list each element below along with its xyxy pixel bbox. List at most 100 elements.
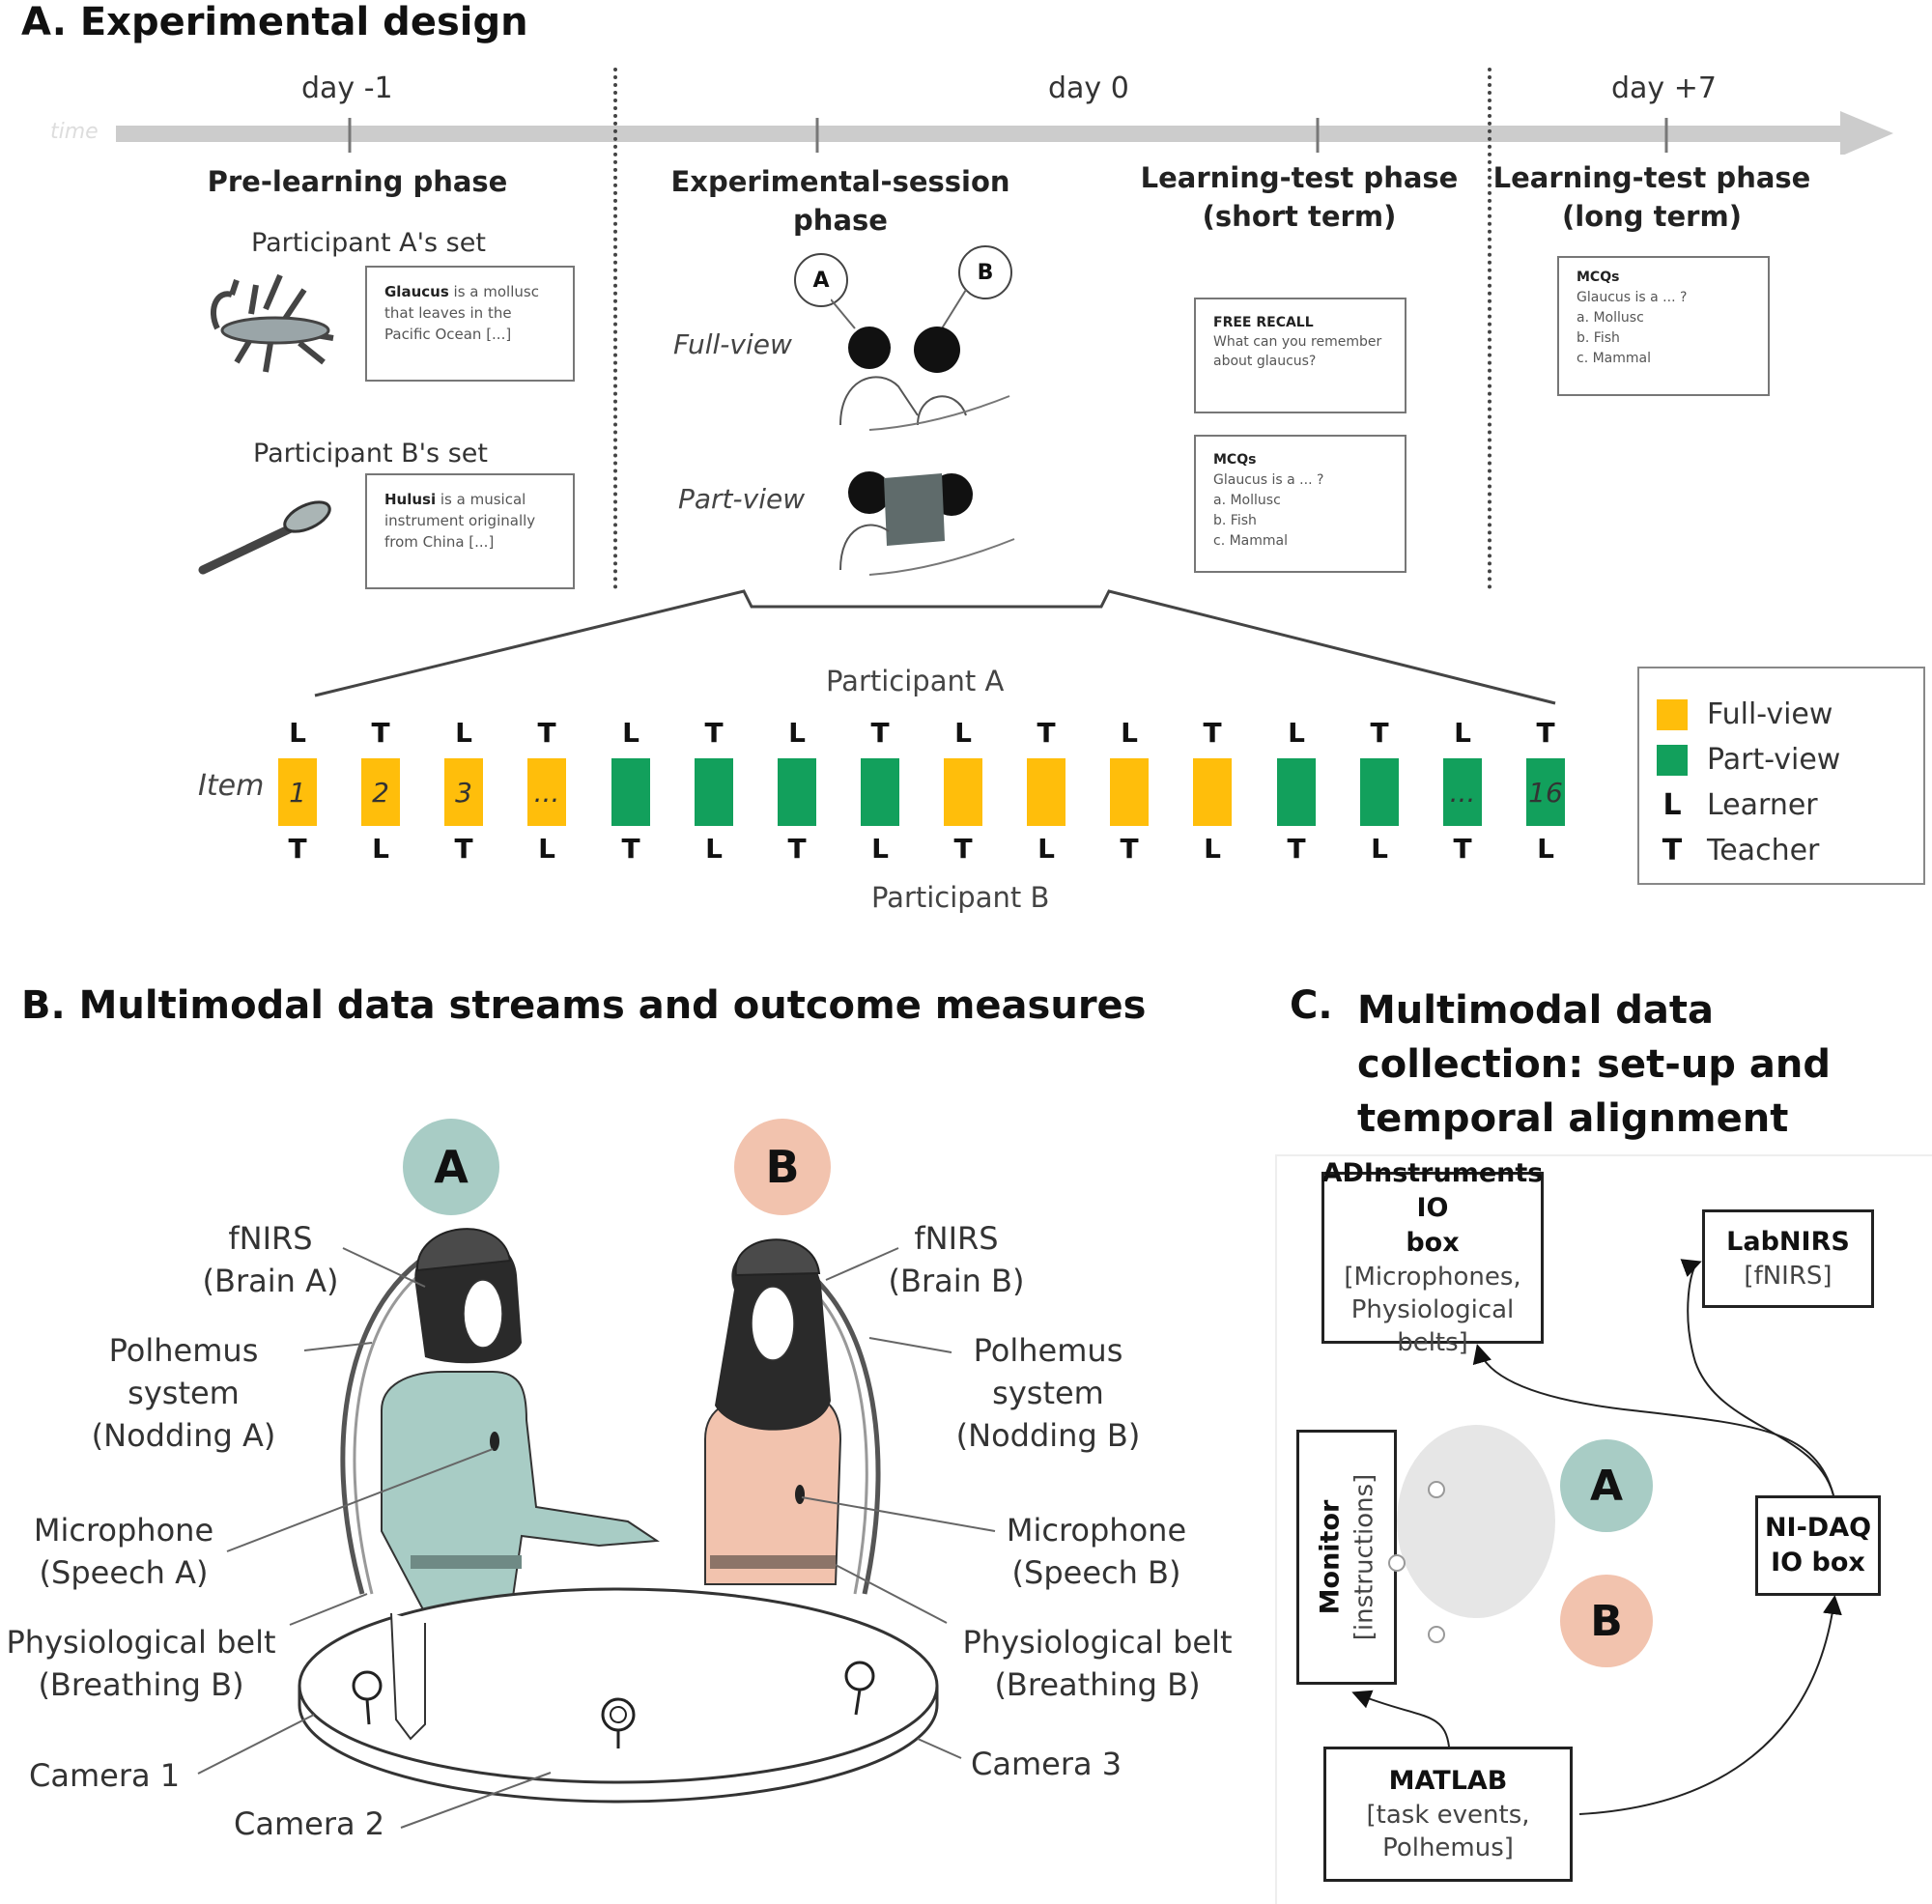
card-text: is a mollusc that leaves in the Pacific … xyxy=(384,283,539,343)
full-view-item: 2 xyxy=(361,758,400,826)
glaucus-icon xyxy=(211,273,334,373)
cable-bundle-a xyxy=(340,1238,455,1595)
camera-1-label: Camera 1 xyxy=(29,1757,181,1794)
part-view-person-a-icon xyxy=(848,471,891,514)
full-view-person-a-icon xyxy=(848,327,891,369)
box-title: IO box xyxy=(1771,1548,1865,1577)
participant-a-role: L xyxy=(1121,717,1138,749)
label-line: Polhemus xyxy=(973,1332,1123,1369)
label-line: (Brain B) xyxy=(888,1263,1025,1299)
timeline-bar xyxy=(116,126,1845,142)
fnirs-b-label: fNIRS (Brain B) xyxy=(879,1217,1034,1302)
participant-a-role: L xyxy=(788,717,806,749)
legend-key: T xyxy=(1662,834,1683,867)
setup-illustration xyxy=(197,1228,996,1829)
camera-top-view-icon xyxy=(1428,1626,1445,1643)
participant-a-role: T xyxy=(371,717,390,749)
phase-separator-1 xyxy=(613,68,617,589)
participant-b-role: T xyxy=(454,833,473,865)
short-term-test-phase-title: Learning-test phase (short term) xyxy=(1121,158,1478,236)
panel-b-title: B. Multimodal data streams and outcome m… xyxy=(21,983,1147,1028)
fnirs-a-label: fNIRS (Brain A) xyxy=(193,1217,348,1302)
participant-a-set-label: Participant A's set xyxy=(251,228,486,258)
microphone-b-label: Microphone (Speech B) xyxy=(990,1509,1203,1594)
mcq-option: b. Fish xyxy=(1213,513,1257,528)
full-view-swatch xyxy=(1657,698,1688,730)
panel-c-title-prefix: C. xyxy=(1290,983,1333,1028)
phase-title-line: Learning-test phase xyxy=(1140,161,1459,194)
table-top-view-icon xyxy=(1397,1425,1555,1618)
panel-a-title: A. Experimental design xyxy=(21,0,528,44)
camera-3-icon xyxy=(844,1661,875,1716)
label-line: (Nodding B) xyxy=(955,1417,1141,1454)
adinstruments-box: ADInstruments IO box [Microphones, Physi… xyxy=(1321,1158,1544,1357)
card-text: What can you remember about glaucus? xyxy=(1213,334,1382,369)
timeline-arrow xyxy=(116,111,1893,155)
part-view-item xyxy=(778,758,816,826)
labnirs-box: LabNIRS [fNIRS] xyxy=(1702,1209,1874,1308)
label-line: (Breathing B) xyxy=(38,1666,244,1703)
participant-a-role: T xyxy=(1536,717,1555,749)
card-text: is a musical instrument originally from … xyxy=(384,491,536,551)
microphone-a-icon xyxy=(490,1432,499,1451)
mcq-option: a. Mollusc xyxy=(1213,493,1281,508)
part-view-screen-icon xyxy=(884,473,945,546)
time-axis-label: time xyxy=(50,120,99,144)
label-line: fNIRS xyxy=(228,1220,313,1257)
phase-title-line: (short term) xyxy=(1202,200,1397,233)
phase-title-line: Experimental-session xyxy=(670,165,1010,198)
fnirs-cap-b-icon xyxy=(734,1238,821,1277)
hulusi-icon xyxy=(198,500,331,575)
day-plus7-label: day +7 xyxy=(1611,71,1717,105)
participant-b-role: L xyxy=(1204,833,1221,865)
box-title: LabNIRS xyxy=(1726,1227,1850,1257)
legend-label: Learner xyxy=(1707,788,1818,822)
session-illustrations xyxy=(831,290,1015,576)
matlab-box: MATLAB [task events, Polhemus] xyxy=(1323,1747,1573,1882)
participant-a-role: L xyxy=(1454,717,1471,749)
participant-b-role: L xyxy=(1371,833,1388,865)
phase-title-line: (long term) xyxy=(1562,200,1742,233)
label-line: (Breathing B) xyxy=(994,1666,1201,1703)
participant-b-label: Participant B xyxy=(871,881,1050,914)
box-subtitle: [Microphones, xyxy=(1344,1263,1521,1292)
session-badge-b: B xyxy=(958,245,1012,299)
camera-2-label: Camera 2 xyxy=(234,1805,385,1842)
label-line: Physiological belt xyxy=(6,1624,276,1661)
pre-learning-phase-title: Pre-learning phase xyxy=(207,165,508,198)
participant-a-role: L xyxy=(289,717,306,749)
full-view-person-b-icon xyxy=(914,327,960,373)
label-line: Microphone xyxy=(33,1512,214,1549)
full-view-item: ... xyxy=(527,758,566,826)
item-row-label: Item xyxy=(198,769,265,803)
nidaq-box: NI-DAQ IO box xyxy=(1755,1495,1881,1596)
belt-a-label: Physiological belt (Breathing B) xyxy=(0,1621,282,1706)
camera-1-icon xyxy=(352,1670,383,1725)
card-title: MCQs xyxy=(1577,270,1620,285)
box-title: NI-DAQ xyxy=(1764,1513,1872,1543)
participant-b-badge: B xyxy=(734,1119,831,1215)
label-line: (Speech B) xyxy=(1011,1554,1181,1591)
box-subtitle: [task events, xyxy=(1366,1801,1530,1830)
participant-a-role: T xyxy=(537,717,556,749)
fnirs-cap-a-icon xyxy=(415,1228,512,1272)
label-line: (Speech A) xyxy=(39,1554,209,1591)
full-view-item: 1 xyxy=(278,758,317,826)
participant-a-badge: A xyxy=(403,1119,499,1215)
full-view-item xyxy=(1027,758,1065,826)
label-line: system xyxy=(992,1375,1104,1411)
participant-b-role: T xyxy=(1120,833,1139,865)
box-subtitle: [fNIRS] xyxy=(1744,1262,1833,1291)
glaucus-card: Glaucus is a mollusc that leaves in the … xyxy=(365,266,575,382)
camera-3-label: Camera 3 xyxy=(971,1746,1122,1782)
participant-a-role: L xyxy=(455,717,472,749)
legend-label: Part-view xyxy=(1707,743,1841,777)
part-view-item xyxy=(695,758,733,826)
participant-b-role: L xyxy=(871,833,889,865)
part-view-item: 16 xyxy=(1526,758,1565,826)
label-line: fNIRS xyxy=(914,1220,999,1257)
label-line: Polhemus xyxy=(108,1332,259,1369)
mcq-question: Glaucus is a ... ? xyxy=(1213,472,1324,488)
day-0-label: day 0 xyxy=(1048,71,1129,105)
participant-b-role: L xyxy=(1037,833,1055,865)
